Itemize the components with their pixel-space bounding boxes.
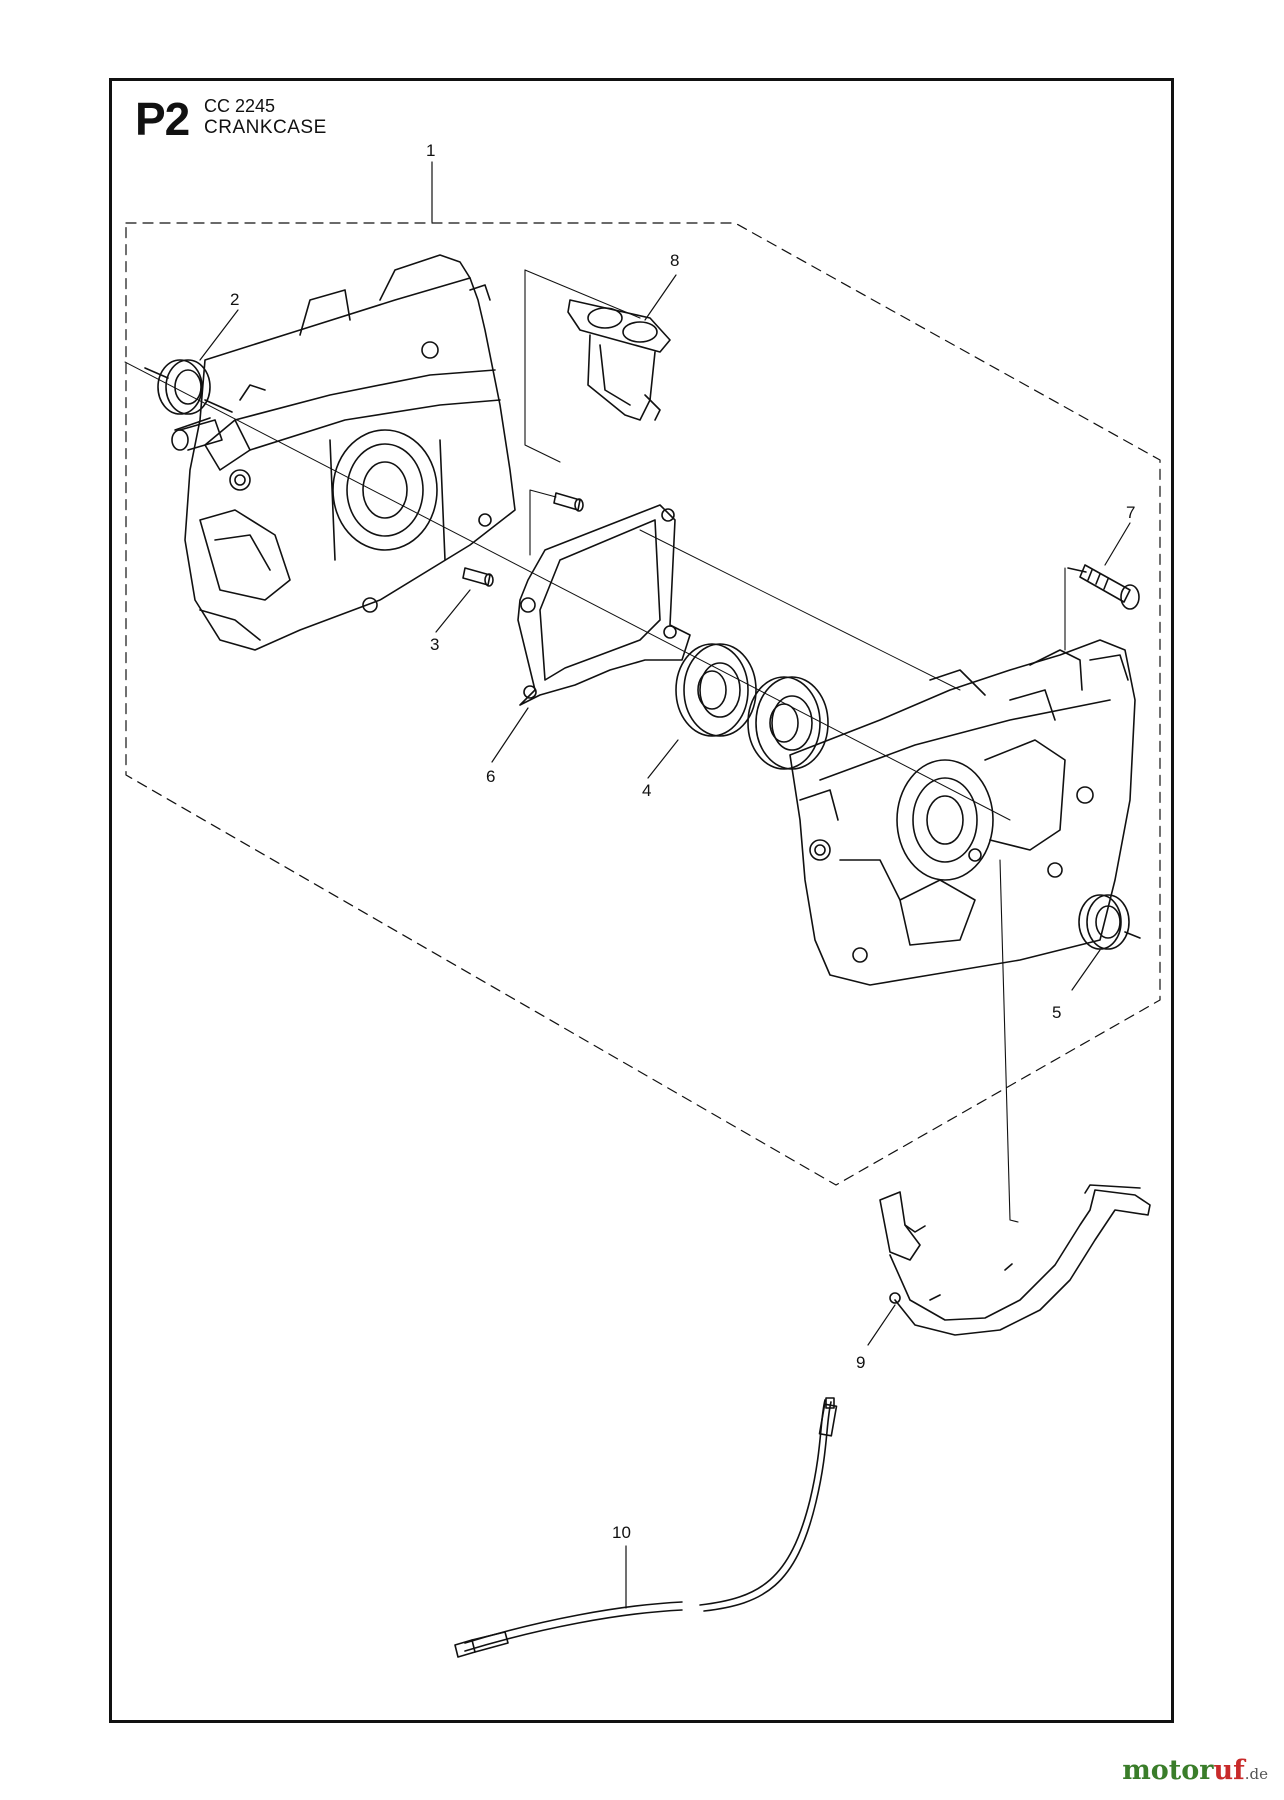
upper-axis-line [639, 529, 961, 691]
callout-2: 2 [230, 290, 239, 309]
watermark-part2: uf [1213, 1755, 1245, 1786]
part-7-screw [1067, 564, 1140, 610]
part-2-oil-seal-left [144, 359, 233, 415]
part-6-gasket [517, 504, 691, 706]
guide-line-a [529, 489, 557, 556]
guide-line-b [524, 269, 561, 463]
model-number: CC 2245 [204, 96, 276, 116]
leader-8 [644, 274, 677, 321]
callout-10: 10 [612, 1523, 631, 1542]
callout-6: 6 [486, 767, 495, 786]
leader-2 [199, 309, 239, 361]
leader-5 [1071, 949, 1101, 991]
watermark-part1: motor [1122, 1755, 1214, 1786]
leader-9 [867, 1304, 896, 1346]
watermark-logo: motoruf.de [1122, 1755, 1268, 1786]
callout-9: 9 [856, 1353, 865, 1372]
part-9-bracket [879, 1184, 1151, 1336]
callout-3: 3 [430, 635, 439, 654]
part-10-cable [454, 1397, 838, 1658]
leader-3 [435, 589, 471, 633]
leader-4 [647, 739, 679, 779]
center-axis-line [124, 361, 1011, 821]
right-crankcase-half [789, 639, 1136, 986]
callout-8: 8 [670, 251, 679, 270]
callout-7: 7 [1126, 503, 1135, 522]
part-5-oil-seal-right [1078, 894, 1141, 950]
leader-7 [1104, 522, 1131, 566]
callout-1: 1 [426, 141, 435, 160]
callout-4: 4 [642, 781, 651, 800]
watermark-suffix: .de [1244, 1765, 1268, 1783]
part-3-dowel-pins [462, 492, 584, 587]
leader-6 [491, 707, 529, 763]
part-4-bearings [675, 643, 829, 770]
drawing-frame [109, 78, 1174, 1723]
part-8-intake-flange [567, 299, 671, 421]
diagram-title: CRANKCASE [204, 117, 327, 138]
left-crankcase-half [171, 254, 516, 651]
guide-line-9 [999, 859, 1019, 1223]
page-code: P2 [135, 93, 190, 145]
callout-5: 5 [1052, 1003, 1061, 1022]
guide-line-c [524, 269, 641, 319]
assembly-boundary [125, 222, 1161, 1186]
